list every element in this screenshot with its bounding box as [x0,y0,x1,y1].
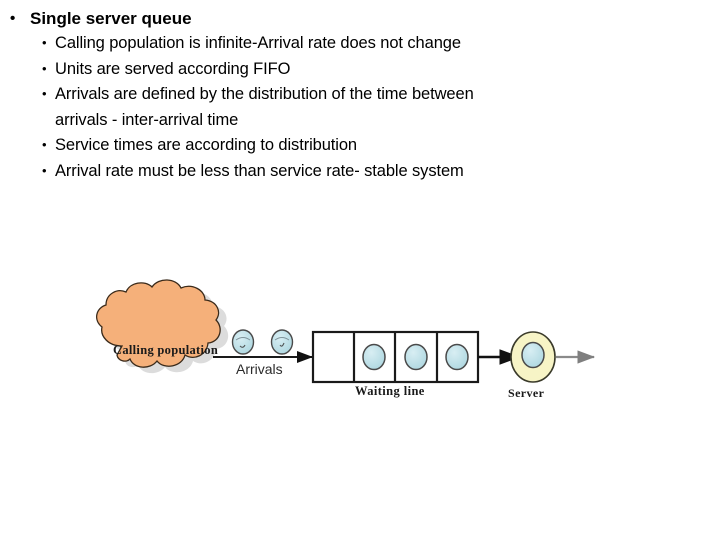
transit-unit-1 [231,329,255,355]
server-label: Server [508,386,545,400]
bullet-level1-text: Single server queue [30,9,192,28]
waiting-unit-1 [362,343,386,371]
bullet-level2-text: Arrival rate must be less than service r… [55,161,464,180]
bullet-level2-fifo: • Units are served according FIFO [0,57,720,83]
transit-unit-2 [270,329,294,355]
waiting-unit-3 [445,343,469,371]
bullet-level2-service-times: • Service times are according to distrib… [0,133,720,159]
bullet-glyph-icon: • [42,162,47,178]
bullet-level1-single-server-queue: • Single server queue [0,6,720,31]
waiting-line-box [311,330,480,384]
bullet-level2-stable-system: • Arrival rate must be less than service… [0,159,720,185]
server-unit [521,341,545,369]
bullet-level2-text: Arrivals are defined by the distribution… [55,85,474,103]
calling-population-cloud [96,279,221,368]
bullet-glyph-icon: • [42,35,47,50]
bullet-level2-text: Calling population is infinite-Arrival r… [55,34,461,52]
cloud-label: Calling population [113,343,219,357]
bullet-glyph-icon: • [10,10,16,27]
bullet-level2-calling-population: • Calling population is infinite-Arrival… [0,31,720,57]
cloud-shadow [104,285,229,374]
bullet-level2-arrivals-distribution: • Arrivals are defined by the distributi… [0,82,720,133]
bullet-level2-text: Service times are according to distribut… [55,136,358,154]
bullet-level2-text-wrap: arrivals - inter-arrival time [55,110,239,129]
waiting-unit-2 [404,343,428,371]
waiting-line-label: Waiting line [355,384,425,398]
bullet-level2-text: Units are served according FIFO [55,59,291,78]
bullet-glyph-icon: • [42,86,47,101]
bullet-glyph-icon: • [42,60,47,76]
server-node [510,331,556,383]
bullet-list: • Single server queue • Calling populati… [0,6,720,184]
bullet-glyph-icon: • [42,137,47,152]
arrivals-label: Arrivals [236,361,283,377]
